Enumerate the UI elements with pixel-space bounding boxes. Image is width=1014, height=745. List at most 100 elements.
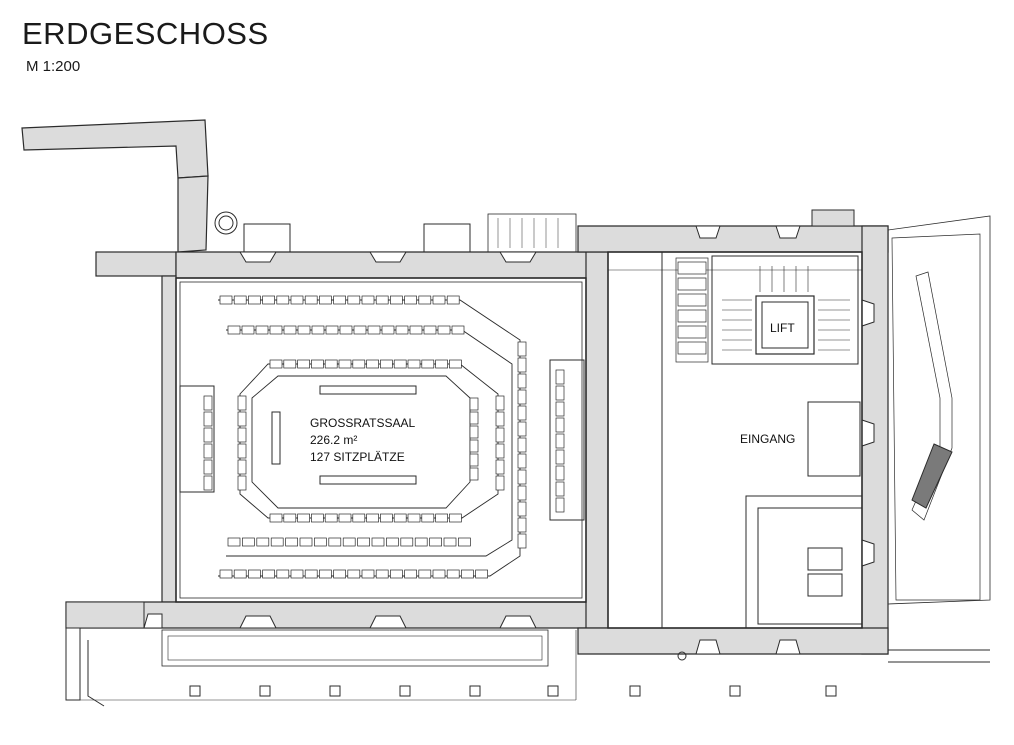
seat <box>517 373 527 389</box>
seat <box>555 401 565 417</box>
seat <box>409 325 423 335</box>
hall-seats-label: 127 SITZPLÄTZE <box>310 450 405 464</box>
seat <box>366 359 379 369</box>
seat <box>390 569 403 579</box>
seat <box>333 569 346 579</box>
west-wall-top <box>95 251 177 277</box>
seat <box>400 537 414 547</box>
seat <box>227 325 241 335</box>
seat <box>423 325 437 335</box>
entrance-floor <box>607 251 863 629</box>
seat <box>371 537 385 547</box>
seat <box>517 485 527 501</box>
seat <box>404 569 417 579</box>
stair-steps <box>722 266 850 351</box>
seat <box>262 569 275 579</box>
seat <box>380 513 393 523</box>
seat <box>237 395 247 411</box>
seat <box>270 537 284 547</box>
seat <box>290 569 304 579</box>
annex-wall-east <box>177 175 209 253</box>
seat <box>237 411 247 427</box>
seat <box>517 405 527 421</box>
seat <box>241 325 255 335</box>
forecourt <box>161 629 549 667</box>
seat <box>469 397 479 411</box>
seat <box>407 359 421 369</box>
seat <box>449 359 462 369</box>
seat <box>517 501 527 517</box>
seat <box>437 325 451 335</box>
seat <box>324 359 338 369</box>
seat <box>432 569 446 579</box>
seat <box>311 325 325 335</box>
walls <box>21 119 889 655</box>
seat <box>677 325 707 339</box>
seat <box>677 309 707 323</box>
seat <box>283 359 297 369</box>
seat <box>276 295 290 305</box>
seat <box>517 453 527 469</box>
window-niches <box>143 225 875 655</box>
seat <box>233 295 247 305</box>
seat <box>517 469 527 485</box>
seat <box>283 325 297 335</box>
seat <box>432 295 446 305</box>
seat <box>366 513 379 523</box>
seat <box>203 411 213 427</box>
seat <box>555 449 565 465</box>
seat <box>555 417 565 433</box>
seat <box>237 443 247 459</box>
seat <box>342 537 356 547</box>
seat <box>375 295 389 305</box>
seat <box>248 295 261 305</box>
seat <box>203 459 213 475</box>
seat <box>677 277 707 291</box>
bollards <box>189 685 837 697</box>
seat <box>435 359 448 369</box>
seat <box>469 453 479 467</box>
seat <box>256 537 270 547</box>
seat <box>311 513 324 523</box>
seat <box>495 427 505 443</box>
seat <box>338 513 352 523</box>
seat <box>421 513 435 523</box>
seat <box>418 569 432 579</box>
seat <box>328 537 342 547</box>
east-ramp <box>887 215 991 605</box>
seat <box>367 325 381 335</box>
seat <box>555 481 565 497</box>
seat <box>237 427 247 443</box>
seat <box>469 439 479 453</box>
seat <box>375 569 389 579</box>
seat <box>469 425 479 439</box>
seat <box>435 513 448 523</box>
seat <box>325 325 339 335</box>
seat <box>319 295 332 305</box>
seat <box>283 513 297 523</box>
seat <box>458 537 471 547</box>
seat <box>495 443 505 459</box>
annex-wall-north <box>21 119 209 179</box>
seat <box>290 295 304 305</box>
seat <box>237 459 247 475</box>
seat <box>449 513 462 523</box>
seat <box>395 325 409 335</box>
entrance-label: EINGANG <box>740 432 795 446</box>
seat <box>380 359 393 369</box>
seat <box>248 569 261 579</box>
hall-area-label: 226.2 m² <box>310 433 357 447</box>
seat <box>443 537 457 547</box>
seat <box>319 569 332 579</box>
column-round <box>214 211 238 235</box>
seat <box>461 569 474 579</box>
seat <box>333 295 346 305</box>
seat <box>386 537 399 547</box>
seat <box>495 459 505 475</box>
seat <box>347 295 361 305</box>
seat <box>555 369 565 385</box>
seat <box>495 411 505 427</box>
hall-wall-west <box>161 275 177 603</box>
seat <box>677 341 707 355</box>
seat <box>276 569 290 579</box>
